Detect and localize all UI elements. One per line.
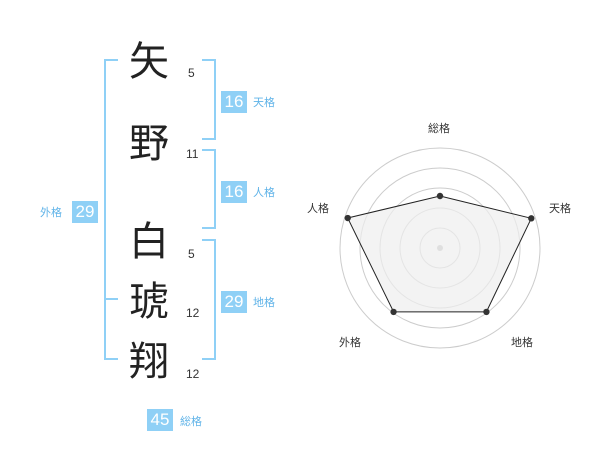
- jinkaku-value-badge: 16: [221, 181, 247, 203]
- soukaku-label: 総格: [180, 415, 202, 428]
- radar-label-chikaku: 地格: [511, 336, 533, 349]
- radar-label-soukaku: 総格: [428, 122, 450, 135]
- radar-point-bottom-right: [483, 308, 490, 316]
- chikaku-value-badge: 29: [221, 291, 247, 313]
- radar-label-gaikaku: 外格: [339, 336, 361, 349]
- soukaku-value-badge: 45: [147, 409, 173, 431]
- jinkaku-bracket: [202, 149, 216, 229]
- gaikaku-bracket: [104, 59, 118, 360]
- radar-grid-ring: [339, 147, 541, 349]
- gaikaku-label: 外格: [40, 206, 62, 219]
- tenkaku-value-badge: 16: [221, 91, 247, 113]
- stroke-count-2: 11: [186, 147, 199, 161]
- stroke-count-3: 5: [188, 247, 195, 261]
- kanji-char-3: 白: [129, 219, 169, 265]
- jinkaku-label: 人格: [253, 186, 275, 199]
- kanji-char-1: 矢: [129, 39, 169, 85]
- radar-grid-ring: [359, 167, 521, 329]
- radar-point-right: [528, 215, 535, 222]
- radar-point-top: [436, 192, 444, 200]
- tenkaku-label: 天格: [253, 96, 275, 109]
- stroke-count-1: 5: [188, 66, 195, 80]
- kanji-char-2: 野: [129, 121, 169, 167]
- radar-label-tenkaku: 天格: [549, 202, 571, 215]
- radar-label-jinkaku: 人格: [307, 202, 329, 215]
- gaikaku-bracket-tick: [104, 298, 118, 300]
- chikaku-label: 地格: [253, 296, 275, 309]
- tenkaku-bracket: [202, 59, 216, 140]
- kanji-char-4: 琥: [129, 279, 169, 325]
- kanji-char-5: 翔: [129, 339, 169, 385]
- radar-area: [346, 195, 533, 313]
- stroke-count-4: 12: [186, 306, 200, 320]
- radar-point-bottom-left: [390, 308, 397, 316]
- gaikaku-value-badge: 29: [72, 201, 98, 223]
- radar-point-left: [344, 214, 351, 222]
- chikaku-bracket: [202, 239, 216, 360]
- radar-points: [344, 192, 535, 316]
- stroke-count-5: 12: [186, 367, 200, 381]
